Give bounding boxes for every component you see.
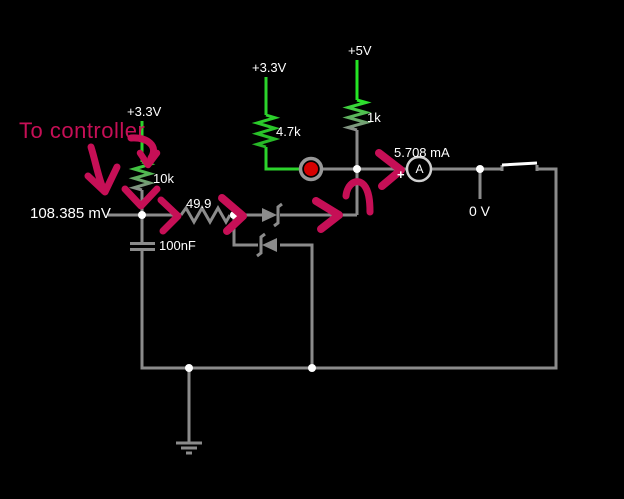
resistor-1k[interactable] [342,98,372,132]
led-red[interactable] [298,156,324,182]
node-input [138,211,146,219]
annotation-note-to-controller: To controller [19,118,146,143]
annotation-chevron-before-49.9 [157,196,182,235]
readout-ammeter-current: 5.708 mA [394,145,450,160]
ground-symbol[interactable] [176,441,202,455]
annotation-chevron-after-diodes [312,197,343,233]
wire-led-anode[interactable] [264,147,300,171]
capacitor-100nF[interactable] [130,242,155,251]
node-ground [185,364,193,372]
junction-dots [138,165,484,372]
resistor-49.9[interactable] [179,204,232,226]
switch-blade[interactable] [501,161,538,167]
value-label-100nF: 100nF [159,238,196,253]
supply-label-3v3-left: +3.3V [127,104,162,119]
annotation-arc-over-junction [342,178,374,216]
readout-input-voltage: 108.385 mV [30,205,111,222]
node-rail [308,364,316,372]
clamp-diodes[interactable] [256,202,283,258]
resistors[interactable] [128,98,372,226]
value-label-4.7k: 4.7k [276,124,301,139]
wire-ground-rail[interactable] [140,167,558,370]
node-output [476,165,484,173]
annotation-hook-arrow-head-10k [136,149,161,169]
annotation-arrow-head-to-node [84,163,121,196]
supply-label-3v3-mid: +3.3V [252,60,287,75]
wire-lower-diode-out[interactable] [280,243,314,368]
supply-label-5v: +5V [348,43,372,58]
readout-output-voltage: 0 V [469,203,491,219]
node-bias [353,165,361,173]
zener-diode-top[interactable] [262,202,283,228]
annotation-chevron-before-ammeter [375,149,405,190]
ammeter-plus-sign: + [397,167,405,182]
switch[interactable] [500,161,539,171]
resistor-4.7k[interactable] [251,113,281,149]
zener-diode-bottom[interactable] [256,232,277,258]
value-label-49.9: 49.9 [186,196,212,211]
ammeter[interactable] [405,155,433,183]
ammeter-letter: A [415,162,424,176]
value-label-10k: 10k [153,171,174,186]
value-label-1k: 1k [367,110,381,125]
annotation-vee-at-node [121,185,161,210]
annotation-chevron-after-49.9 [218,194,247,235]
